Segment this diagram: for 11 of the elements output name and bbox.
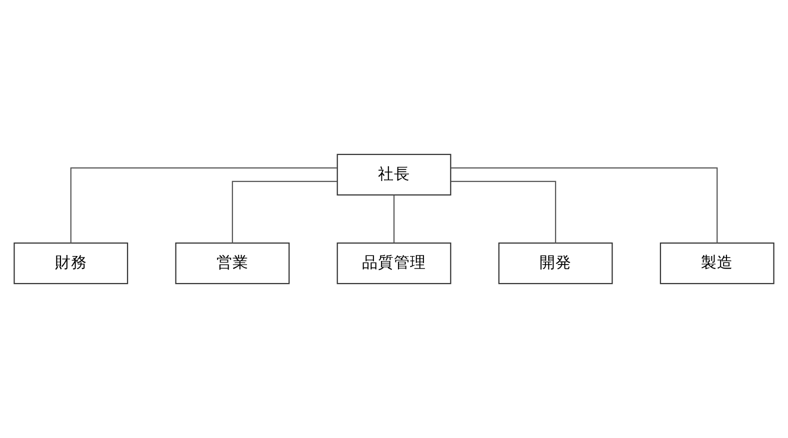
node-box: 開発 xyxy=(498,242,613,284)
node-box: 品質管理 xyxy=(336,242,452,284)
connector xyxy=(232,180,338,244)
connector xyxy=(450,180,556,244)
connector xyxy=(393,195,395,243)
connector xyxy=(451,167,718,244)
node-box: 営業 xyxy=(175,242,290,284)
node-box: 社長 xyxy=(336,154,452,196)
node-box: 製造 xyxy=(660,242,774,284)
node-box: 財務 xyxy=(14,242,128,284)
connector xyxy=(70,167,337,244)
